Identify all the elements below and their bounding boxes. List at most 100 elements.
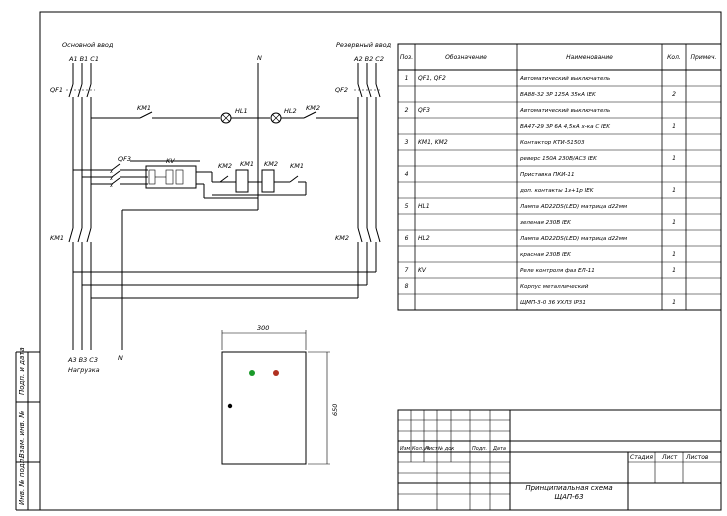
label-kv: KV <box>166 157 175 165</box>
spec-row-name: ВА47-29 3Р 6А 4,5кА х-ка С IEK <box>520 124 611 130</box>
label-hl2: HL2 <box>284 107 297 115</box>
label-qf1: QF1 <box>50 86 63 94</box>
label-km1-contact: KM1 <box>290 162 304 170</box>
spec-row-code: QF3 <box>418 107 430 114</box>
title-block: Изм Кол.уч Лист № док Подп. Дата Стадия … <box>397 409 722 511</box>
label-km2-contact: KM2 <box>218 162 232 170</box>
spec-row-qty: 1 <box>672 155 676 162</box>
spec-row-pos: 8 <box>405 283 409 290</box>
label-load: Нагрузка <box>68 366 100 374</box>
spec-row-name: ЩМП-3-0 36 УХЛ3 IP31 <box>520 300 586 306</box>
door-lock-icon <box>227 403 233 409</box>
svg-text:x: x <box>109 169 113 175</box>
stamp-col-sign: Подп. <box>472 446 487 452</box>
spec-header-qty: Кол. <box>667 54 681 61</box>
stamp-sheet: Лист <box>661 454 678 461</box>
svg-text:x: x <box>109 176 113 182</box>
label-reserve-input: Резервный ввод <box>336 41 392 49</box>
spec-row-qty: 1 <box>672 187 676 194</box>
spec-row-name: красная 230В IEK <box>520 252 572 258</box>
label-km2-lamp: KM2 <box>306 104 320 112</box>
dim-height: 650 <box>331 404 339 416</box>
dim-width: 300 <box>257 324 269 332</box>
spec-row-code: KM1, KM2 <box>418 139 448 146</box>
spec-row-code: HL2 <box>418 235 430 242</box>
spec-row-code: QF1, QF2 <box>418 75 446 82</box>
spec-row-name: зеленая 230В IEK <box>520 220 572 226</box>
stamp-col-change: Изм <box>400 446 410 452</box>
label-phases-out: A3 B3 C3 <box>67 356 98 364</box>
label-hl1: HL1 <box>235 107 248 115</box>
spec-table-frame <box>397 43 722 311</box>
lamp-circuit <box>91 111 358 124</box>
spec-row-pos: 5 <box>405 203 409 210</box>
spec-row-name: Приставка ПКИ-11 <box>520 172 575 178</box>
spec-row-pos: 4 <box>405 171 409 178</box>
stamp-col-doc: № док <box>437 446 454 452</box>
label-km1-main: KM1 <box>50 234 64 242</box>
enclosure-front <box>221 351 307 465</box>
stamp-col-sheet: Лист <box>424 446 439 452</box>
spec-row-name: Контактор КТИ-51503 <box>520 140 585 146</box>
coil-km1-icon <box>235 169 249 193</box>
spec-row-name: ВА88-32 3Р 125А 35кА IEK <box>520 92 597 98</box>
reserve-to-load-wires <box>73 271 376 299</box>
label-km2-reserve: KM2 <box>335 234 349 242</box>
spec-row-name: Реле контроля фаз ЕЛ-11 <box>520 268 595 274</box>
spec-header-note: Примеч. <box>691 54 717 61</box>
spec-header-pos: Поз. <box>400 54 413 61</box>
label-neutral-top: N <box>257 54 262 62</box>
red-lamp-icon <box>273 370 279 376</box>
spec-row-qty: 1 <box>672 219 676 226</box>
coil-km2-icon <box>261 169 275 193</box>
spec-row-pos: 7 <box>405 267 409 274</box>
label-main-input: Основной ввод <box>62 41 114 49</box>
spec-row-name: доп. контакты 1з+1р IEK <box>519 188 595 194</box>
label-km2-coil: KM2 <box>264 160 278 168</box>
left-binding-strip: Подп. и дата Взам. инв. № Инв. № подл. <box>15 347 40 511</box>
reserve-input-phases <box>354 63 382 298</box>
label-km1-coil: KM1 <box>240 160 254 168</box>
main-input-phases <box>66 63 95 350</box>
stamp-col-date: Дата <box>492 446 506 452</box>
spec-row-name: Автоматический выключатель <box>519 76 610 82</box>
spec-row-name: Корпус металлический <box>520 284 589 290</box>
spec-row-name: Лампа AD22DS(LED) матрица d22мм <box>519 236 628 242</box>
spec-row-qty: 2 <box>672 91 676 98</box>
enclosure-drawing: 300 650 <box>221 324 339 465</box>
specification-table: Поз. Обозначение Наименование Кол. Примеч. 1 Q… <box>397 43 722 311</box>
spec-row-code: HL1 <box>418 203 430 210</box>
phase-control-block: xxx <box>73 160 307 199</box>
stamp-sheets: Листов <box>685 454 709 461</box>
spec-row-name: Лампа AD22DS(LED) матрица d22мм <box>519 204 628 210</box>
svg-text:x: x <box>109 183 113 189</box>
drawing-code: ЩАП-63 <box>554 493 583 501</box>
spec-row-qty: 1 <box>672 251 676 258</box>
spec-row-name: Автоматический выключатель <box>519 108 610 114</box>
spec-header-name: Наименование <box>566 54 613 61</box>
schematic: Основной ввод Резервный ввод A1 B1 C1 A2… <box>50 41 392 374</box>
green-lamp-icon <box>249 370 255 376</box>
spec-row-code: KV <box>418 267 427 274</box>
spec-header-code: Обозначение <box>445 54 487 61</box>
relay-kv-box <box>145 165 197 189</box>
spec-row-qty: 1 <box>672 267 676 274</box>
label-qf3: QF3 <box>118 155 131 163</box>
spec-row-pos: 6 <box>405 235 409 242</box>
spec-row-name: реверс 150А 230В/АС3 IEK <box>519 156 598 162</box>
side-label-inventory: Инв. № подл. <box>18 457 26 505</box>
label-neutral-bottom: N <box>118 354 123 362</box>
spec-row-pos: 2 <box>405 107 409 114</box>
label-km1-lamp: KM1 <box>137 104 151 112</box>
side-label-signature: Подп. и дата <box>18 347 26 395</box>
side-label-replaced: Взам. инв. № <box>18 410 26 458</box>
label-phases-right: A2 B2 C2 <box>353 55 384 63</box>
stamp-col-count: Кол.уч <box>412 446 429 452</box>
stamp-stage: Стадия <box>630 454 653 461</box>
spec-row-pos: 3 <box>405 139 409 146</box>
label-qf2: QF2 <box>335 86 348 94</box>
label-phases-left: A1 B1 C1 <box>68 55 99 63</box>
drawing-frame <box>39 11 722 511</box>
drawing-title: Принципиальная схема <box>525 484 612 492</box>
